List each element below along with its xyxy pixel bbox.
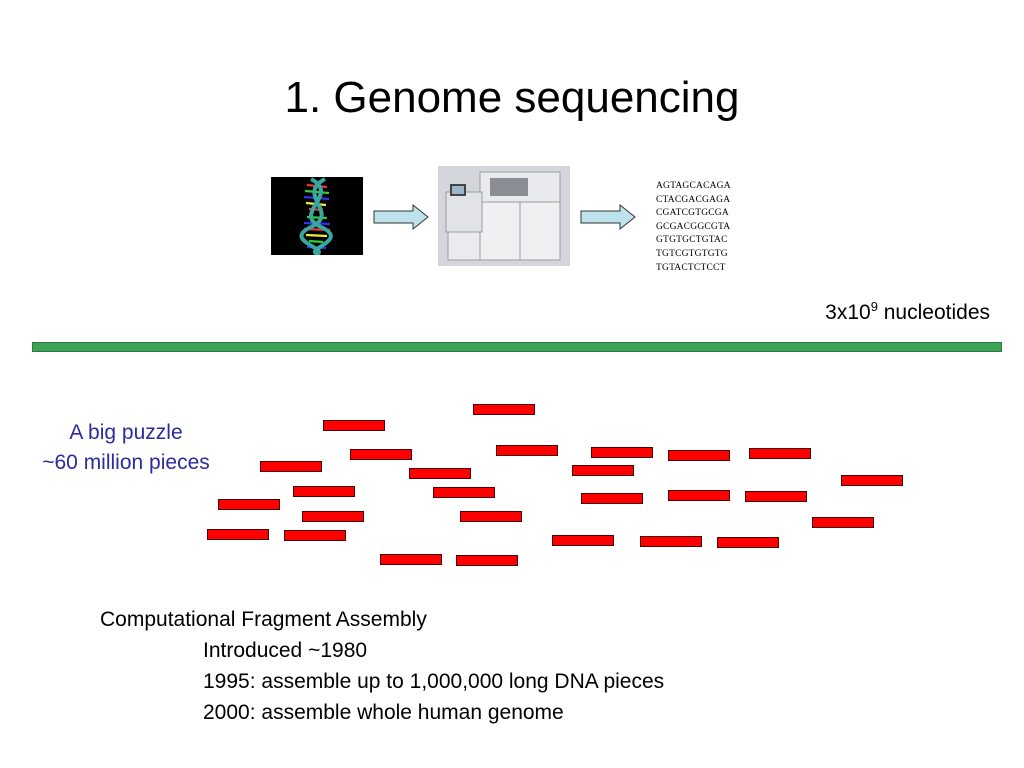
- dna-fragment: [456, 555, 518, 566]
- dna-sequence-block: AGTAGCACAGA CTACGACGAGA CGATCGTGCGA GCGA…: [656, 180, 731, 275]
- assembly-item: Introduced ~1980: [203, 639, 368, 662]
- dna-fragment: [207, 529, 269, 540]
- dna-fragment: [380, 554, 442, 565]
- assembly-heading: Computational Fragment Assembly: [100, 608, 427, 631]
- dna-fragment: [293, 486, 355, 497]
- sequence-line: GCGACGGCGTA: [656, 221, 731, 232]
- dna-fragment: [302, 511, 364, 522]
- dna-fragment: [812, 517, 874, 528]
- dna-fragment: [218, 499, 280, 510]
- sequence-line: CTACGACGAGA: [656, 194, 731, 205]
- dna-fragment: [745, 491, 807, 502]
- dna-fragment: [572, 465, 634, 476]
- dna-fragment: [496, 445, 558, 456]
- assembly-notes: Computational Fragment Assembly Introduc…: [100, 604, 664, 728]
- right-arrow-icon: [373, 204, 429, 230]
- right-arrow-icon: [580, 204, 636, 230]
- assembly-item: 1995: assemble up to 1,000,000 long DNA …: [203, 670, 665, 693]
- dna-fragment: [640, 536, 702, 547]
- dna-helix-drawing: [299, 177, 333, 257]
- green-divider-bar: [32, 342, 1002, 352]
- sequence-line: GTGTGCTGTAC: [656, 235, 728, 246]
- dna-fragment: [473, 404, 535, 415]
- dna-fragment: [460, 511, 522, 522]
- dna-helix-image: [271, 177, 363, 257]
- nucleotide-count-base: 3x10: [825, 301, 871, 324]
- dna-fragment: [749, 448, 811, 459]
- dna-fragment: [717, 537, 779, 548]
- dna-fragment: [591, 447, 653, 458]
- dna-fragment: [350, 449, 412, 460]
- dna-fragment: [433, 487, 495, 498]
- dna-fragment: [323, 420, 385, 431]
- sequencer-machine-image: [438, 166, 570, 266]
- sequencer-drawing: [438, 166, 570, 266]
- sequence-line: TGTACTCTCCT: [656, 262, 726, 273]
- dna-fragment: [581, 493, 643, 504]
- dna-fragment: [841, 475, 903, 486]
- assembly-item: 2000: assemble whole human genome: [203, 701, 564, 724]
- puzzle-caption-line: ~60 million pieces: [42, 451, 210, 474]
- sequence-line: CGATCGTGCGA: [656, 208, 729, 219]
- nucleotide-count-exponent: 9: [870, 299, 878, 314]
- dna-fragment: [668, 450, 730, 461]
- dna-fragment: [260, 461, 322, 472]
- sequence-line: AGTAGCACAGA: [656, 181, 731, 191]
- nucleotide-count-unit: nucleotides: [877, 301, 990, 324]
- dna-fragment: [552, 535, 614, 546]
- dna-fragment: [284, 530, 346, 541]
- sequence-line: TGTCGTGTGTG: [656, 248, 728, 259]
- puzzle-caption-line: A big puzzle: [69, 421, 183, 444]
- dna-fragment: [668, 490, 730, 501]
- nucleotide-count: 3x109 nucleotides: [825, 300, 990, 326]
- puzzle-caption: A big puzzle ~60 million pieces: [22, 418, 230, 478]
- slide-title: 1. Genome sequencing: [284, 73, 740, 122]
- dna-fragment: [409, 468, 471, 479]
